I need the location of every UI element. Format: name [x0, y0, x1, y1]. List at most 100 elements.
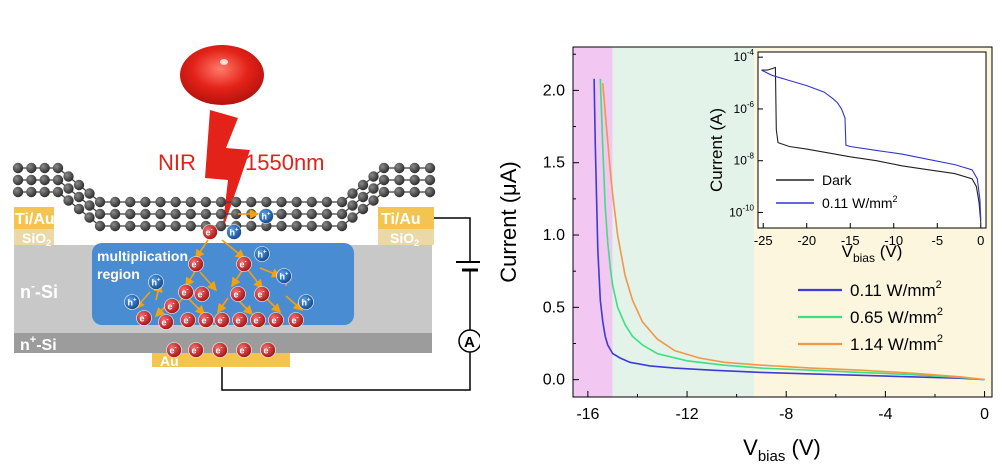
- carbon-atom: [26, 174, 37, 186]
- carbon-atom: [291, 220, 302, 232]
- electron: e-: [202, 224, 218, 240]
- electron: e-: [178, 284, 194, 300]
- electron: e-: [212, 342, 228, 358]
- hole: h+: [258, 208, 274, 224]
- carbon-atom: [73, 179, 85, 191]
- bias-region-bands: [573, 47, 992, 397]
- hole: h+: [298, 294, 314, 310]
- y-tick-label: 0.0: [543, 372, 565, 389]
- inset-x-tick-label: -15: [841, 233, 860, 248]
- y-axis-label: Current (μA): [496, 161, 521, 282]
- carbon-atom: [109, 220, 121, 232]
- carbon-atom: [215, 196, 227, 208]
- carbon-atom: [409, 186, 420, 198]
- carbon-atom: [424, 186, 436, 198]
- electron: e-: [268, 312, 284, 328]
- carbon-atom: [368, 171, 379, 182]
- carbon-atom: [155, 196, 166, 208]
- carrier-arrow: [185, 269, 197, 288]
- electron: e-: [254, 286, 270, 302]
- right-oxide: [378, 229, 434, 245]
- electron: e-: [288, 312, 304, 328]
- carbon-atom: [246, 196, 257, 208]
- svg-text:e-: e-: [240, 260, 247, 270]
- carbon-atom: [215, 220, 227, 232]
- y-tick-label: 1.5: [543, 155, 565, 172]
- carbon-atom: [39, 186, 50, 198]
- svg-text:e-: e-: [192, 346, 199, 356]
- electron: e-: [230, 286, 246, 302]
- electron: e-: [250, 312, 266, 328]
- carrier-arrow: [199, 271, 218, 292]
- main-series: [593, 78, 985, 381]
- electron: e-: [232, 312, 248, 328]
- carbon-atom: [170, 208, 181, 220]
- carbon-atom: [125, 196, 136, 208]
- electron: e-: [260, 342, 276, 358]
- svg-text:h+: h+: [128, 298, 138, 308]
- carbon-atom: [424, 174, 436, 186]
- carbon-atom: [368, 195, 379, 206]
- multiplication-region-label: multiplication: [97, 248, 188, 264]
- carbon-atom: [94, 220, 106, 232]
- carbon-atom: [12, 174, 24, 186]
- right-contact: [378, 207, 434, 229]
- carbon-atom: [276, 196, 287, 208]
- right-oxide-label: SiO2: [390, 230, 419, 248]
- left-contact: [14, 207, 54, 229]
- plot-frame: [572, 46, 993, 398]
- svg-text:e-: e-: [264, 346, 271, 356]
- carbon-atom: [94, 196, 106, 208]
- carbon-atom: [261, 196, 272, 208]
- inset-legend-label: 0.11 W/mm2: [822, 194, 898, 211]
- carbon-atom: [84, 188, 95, 199]
- carbon-atom: [394, 162, 405, 174]
- legend-label: 1.14 W/mm2: [850, 333, 943, 354]
- y-tick-label: 2.0: [543, 82, 565, 99]
- n-minus-si-label: n--Si: [20, 279, 58, 302]
- multiplication-region: [92, 243, 354, 325]
- inset-series: [761, 66, 982, 223]
- x-tick-label: -4: [878, 406, 892, 423]
- left-oxide: [14, 229, 54, 245]
- wavelength-label: 1550nm: [245, 150, 325, 175]
- y-tick-label: 0.5: [543, 299, 565, 316]
- svg-text:e-: e-: [206, 228, 213, 238]
- svg-text:e-: e-: [234, 290, 241, 300]
- carbon-atom: [185, 208, 196, 220]
- carbon-atom: [378, 162, 390, 174]
- carbon-atom: [215, 208, 227, 220]
- carbon-atom: [409, 162, 420, 174]
- svg-text:e-: e-: [202, 316, 209, 326]
- x-tick-label: -8: [779, 406, 793, 423]
- carbon-atom: [230, 208, 242, 220]
- svg-text:e-: e-: [292, 316, 299, 326]
- inset-x-tick-label: -5: [931, 233, 943, 248]
- legend-label: 0.11 W/mm2: [850, 279, 942, 300]
- electron: e-: [188, 256, 204, 272]
- hole: h+: [148, 274, 164, 290]
- carbon-atom: [336, 220, 348, 232]
- svg-text:h+: h+: [262, 212, 272, 222]
- inset-x-tick-label: -10: [884, 233, 903, 248]
- electron: e-: [236, 342, 252, 358]
- svg-text:e-: e-: [258, 290, 265, 300]
- inset-x-tick-label: 0: [977, 233, 984, 248]
- carbon-atom: [140, 208, 151, 220]
- graphene-layers: [12, 162, 436, 232]
- x-axis-label: Vbias (V): [743, 435, 821, 465]
- carbon-atom: [200, 208, 212, 220]
- carbon-atom: [125, 220, 136, 232]
- svg-text:h+: h+: [258, 250, 268, 260]
- bias-region-band: [753, 47, 992, 397]
- carbon-atom: [109, 196, 121, 208]
- carbon-atom: [52, 162, 64, 174]
- carbon-atom: [185, 220, 196, 232]
- laser-spot: [180, 45, 264, 105]
- carrier-arrow: [217, 297, 229, 314]
- carbon-atom: [125, 208, 136, 220]
- series-line: [602, 83, 985, 381]
- carbon-atom: [155, 220, 166, 232]
